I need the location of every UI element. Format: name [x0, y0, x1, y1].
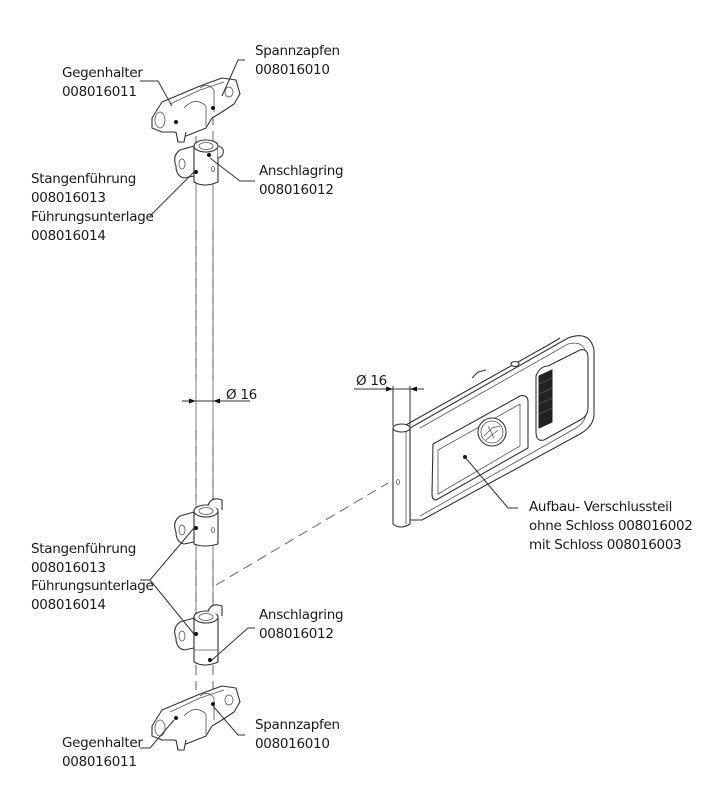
part-number: 008016012 [259, 626, 334, 642]
part-number: 008016014 [31, 597, 106, 613]
part-number: 008016011 [62, 754, 137, 770]
part-name: Gegenhalter [62, 65, 143, 81]
part-name: Stangenführung [31, 541, 137, 557]
part-name: Führungsunterlage [31, 578, 154, 594]
label-spannzapfen-bottom: Spannzapfen 008016010 [255, 716, 340, 754]
part-name: Anschlagring [259, 163, 344, 179]
label-gegenhalter-bottom: Gegenhalter 008016011 [62, 734, 143, 772]
label-fuehrungsunterlage-bottom: Führungsunterlage 008016014 [31, 577, 154, 615]
label-verschlussteil: Aufbau- Verschlussteil ohne Schloss 0080… [529, 498, 693, 555]
label-gegenhalter-top: Gegenhalter 008016011 [62, 64, 143, 102]
label-fuehrungsunterlage-top: Führungsunterlage 008016014 [31, 208, 154, 246]
part-number: 008016011 [62, 84, 137, 100]
part-variant-without-lock: ohne Schloss 008016002 [529, 518, 693, 534]
label-spannzapfen-top: Spannzapfen 008016010 [255, 42, 340, 80]
leader-lines [140, 59, 389, 749]
part-name: Aufbau- Verschlussteil [529, 499, 673, 515]
bottom-clamp-assembly [151, 685, 241, 751]
bottom-guide-lower [174, 604, 223, 666]
part-name: Gegenhalter [62, 735, 143, 751]
part-variant-with-lock: mit Schloss 008016003 [529, 537, 682, 553]
part-name: Spannzapfen [255, 43, 340, 59]
rod [195, 115, 214, 690]
label-anschlagring-top: Anschlagring 008016012 [259, 162, 344, 200]
top-guide-assembly [174, 139, 224, 186]
part-number: 008016013 [31, 560, 106, 576]
label-anschlagring-bottom: Anschlagring 008016012 [259, 606, 344, 644]
part-name: Stangenführung [31, 171, 137, 187]
label-stangenfuehrung-top: Stangenführung 008016013 [31, 170, 136, 208]
part-name: Führungsunterlage [31, 209, 154, 225]
closure-dimension [354, 386, 424, 426]
label-stangenfuehrung-bottom: Stangenführung 008016013 [31, 540, 136, 578]
part-number: 008016012 [259, 182, 334, 198]
part-number: 008016013 [31, 190, 106, 206]
part-number: 008016010 [255, 62, 330, 78]
part-name: Spannzapfen [255, 717, 340, 733]
hinge-diameter-label: Ø 16 [356, 373, 387, 389]
part-number: 008016010 [255, 736, 330, 752]
part-name: Anschlagring [259, 607, 344, 623]
top-clamp-assembly [151, 77, 241, 143]
part-number: 008016014 [31, 228, 106, 244]
closure-part [392, 335, 595, 528]
rod-diameter-label: Ø 16 [226, 387, 257, 403]
rod-dimension [182, 398, 250, 404]
bottom-guide-upper [174, 498, 223, 547]
